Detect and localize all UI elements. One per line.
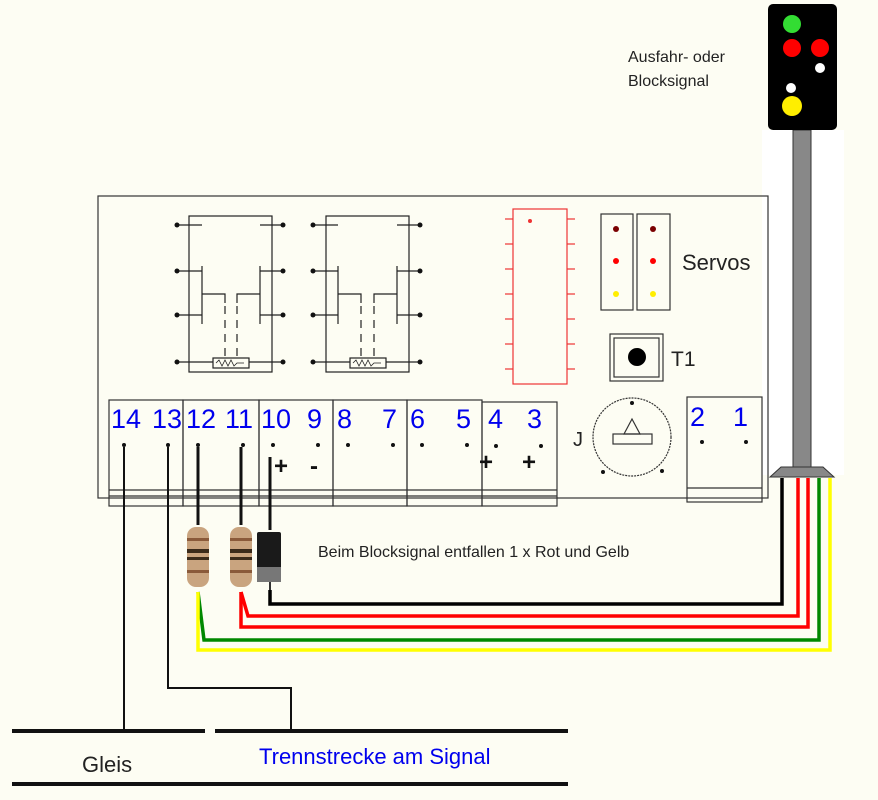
terminal-2: 2 (690, 402, 705, 432)
relay-1 (174, 215, 286, 373)
terminal-6: 6 (410, 404, 425, 434)
resistor-2 (230, 527, 252, 587)
resistor-1 (187, 527, 209, 587)
servo-header-1 (600, 213, 634, 311)
terminal-14: 14 (111, 404, 141, 434)
wire-black (268, 478, 784, 606)
signal-label-line2: Blocksignal (628, 73, 709, 90)
red-lamp-2 (811, 39, 829, 57)
track-wires (123, 447, 292, 732)
push-button-t1[interactable] (609, 333, 664, 382)
decoder-board (97, 195, 769, 499)
terminal-numbers: 14 13 12 11 10 9 8 7 6 5 4 3 2 1 (111, 402, 748, 434)
terminal-13: 13 (152, 404, 182, 434)
button-t1-label: T1 (671, 348, 696, 371)
terminal-10: 10 (261, 404, 291, 434)
terminal-blocks (108, 396, 763, 507)
blocksignal-note: Beim Blocksignal entfallen 1 x Rot und G… (318, 544, 629, 561)
wire-red-2 (239, 478, 810, 629)
servo-header-2 (636, 213, 671, 311)
trennstrecke-label: Trennstrecke am Signal (259, 744, 491, 769)
polarity-t9: - (310, 453, 318, 480)
servos-label: Servos (682, 250, 750, 275)
terminal-8: 8 (337, 404, 352, 434)
signal-head (768, 4, 837, 130)
diode (257, 532, 281, 590)
jumper-label: J (573, 429, 583, 451)
green-lamp (783, 15, 801, 33)
terminal-1: 1 (733, 402, 748, 432)
terminal-7: 7 (382, 404, 397, 434)
lamp-feed-wires (196, 447, 272, 530)
terminal-11: 11 (225, 404, 253, 434)
terminal-5: 5 (456, 404, 471, 434)
relay-2 (310, 215, 423, 373)
yellow-lamp (782, 96, 802, 116)
white-lamp-1 (815, 63, 825, 73)
white-lamp-2 (786, 83, 796, 93)
polarity-t4: + (479, 449, 493, 476)
wire-red-1 (239, 478, 800, 618)
jumper-j[interactable] (592, 397, 672, 477)
polarity-t10: + (274, 453, 288, 480)
signal-label-line1: Ausfahr- oder (628, 49, 726, 66)
terminal-3: 3 (527, 404, 542, 434)
terminal-12: 12 (186, 404, 216, 434)
track-rails (12, 729, 568, 786)
terminal-4: 4 (488, 404, 503, 434)
terminal-screws (122, 440, 748, 448)
gleis-label: Gleis (82, 752, 132, 777)
signal-cable (196, 478, 832, 652)
polarity-t3: + (522, 449, 536, 476)
ic-chip (505, 208, 575, 385)
red-lamp-1 (783, 39, 801, 57)
wire-yellow (196, 478, 832, 652)
wire-green (196, 478, 821, 642)
terminal-9: 9 (307, 404, 322, 434)
